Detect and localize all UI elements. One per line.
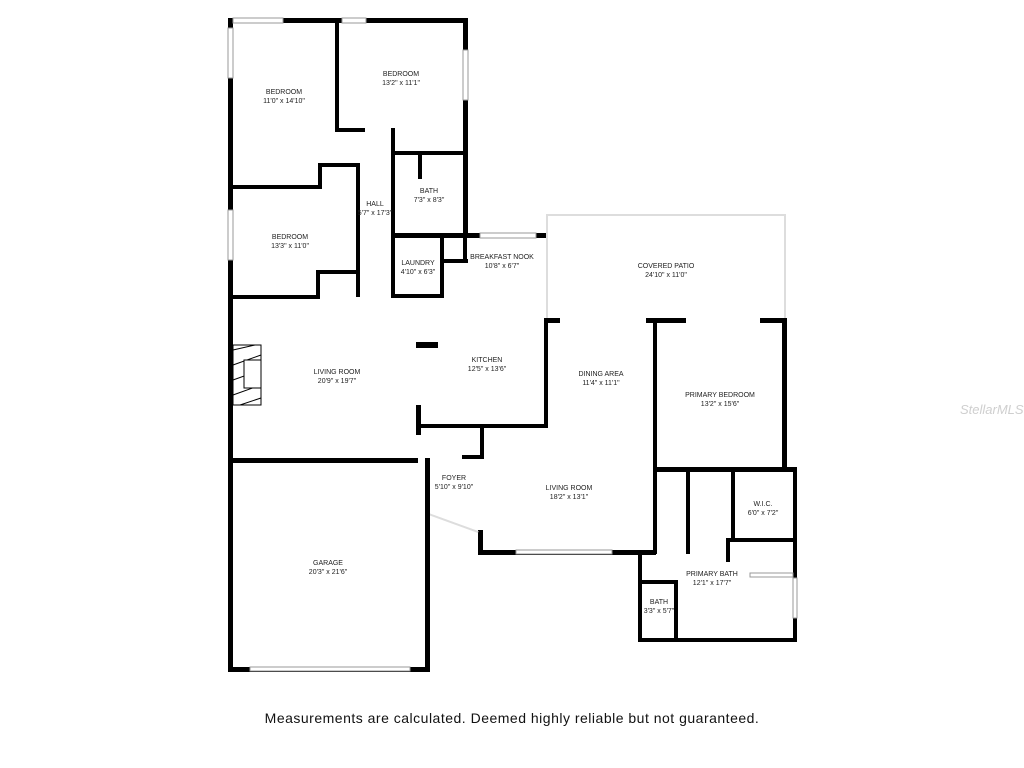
- watermark: StellarMLS: [960, 402, 1024, 417]
- walls: [227, 17, 798, 672]
- disclaimer: Measurements are calculated. Deemed high…: [264, 710, 760, 726]
- room-label: W.I.C.6'0" x 7'2": [747, 501, 779, 517]
